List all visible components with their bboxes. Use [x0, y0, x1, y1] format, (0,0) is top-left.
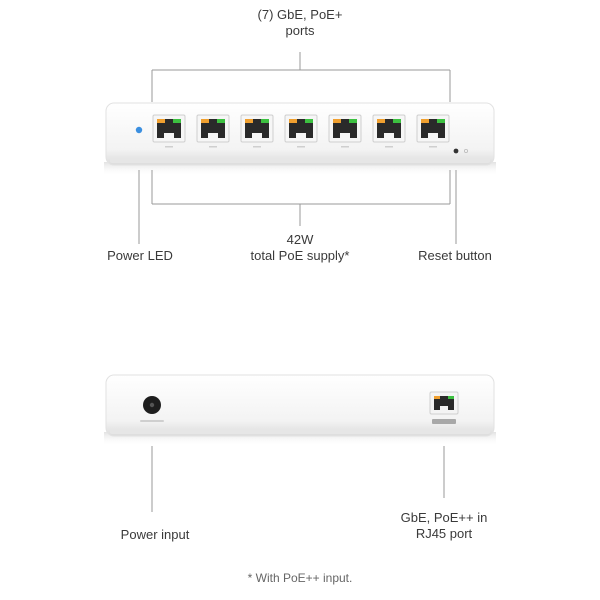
supply-label: 42W total PoE supply*: [220, 232, 380, 264]
power-input-jack[interactable]: [140, 396, 164, 422]
power-input-label: Power input: [120, 527, 190, 542]
switch-front-view: [104, 102, 496, 176]
supply-label-line2: total PoE supply*: [250, 248, 350, 263]
uplink-rj45-port[interactable]: [429, 391, 459, 424]
ports-label: (7) GbE, PoE+ ports: [230, 7, 370, 39]
power-led-label: Power LED: [107, 248, 173, 263]
ethernet-port[interactable]: [372, 114, 406, 148]
reset-button-label: Reset button: [418, 248, 492, 263]
switch-rear-view: [104, 374, 496, 446]
uplink-label-line1: GbE, PoE++ in: [400, 510, 488, 525]
ethernet-port[interactable]: [328, 114, 362, 148]
ports-label-line1: (7) GbE, PoE+: [257, 7, 343, 22]
ethernet-ports: [152, 114, 450, 148]
uplink-label-line2: RJ45 port: [415, 526, 473, 541]
ethernet-port[interactable]: [240, 114, 274, 148]
ports-bracket: [151, 52, 451, 102]
ethernet-port[interactable]: [196, 114, 230, 148]
ethernet-port[interactable]: [284, 114, 318, 148]
reset-button[interactable]: [453, 148, 468, 154]
supply-label-line1: 42W: [286, 232, 314, 247]
footnote: * With PoE++ input.: [247, 571, 353, 585]
uplink-label: GbE, PoE++ in RJ45 port: [384, 510, 504, 542]
ports-label-line2: ports: [285, 23, 315, 38]
supply-bracket: [151, 170, 451, 226]
ethernet-port[interactable]: [416, 114, 450, 148]
power-led-icon: [135, 126, 143, 134]
ethernet-port[interactable]: [152, 114, 186, 148]
